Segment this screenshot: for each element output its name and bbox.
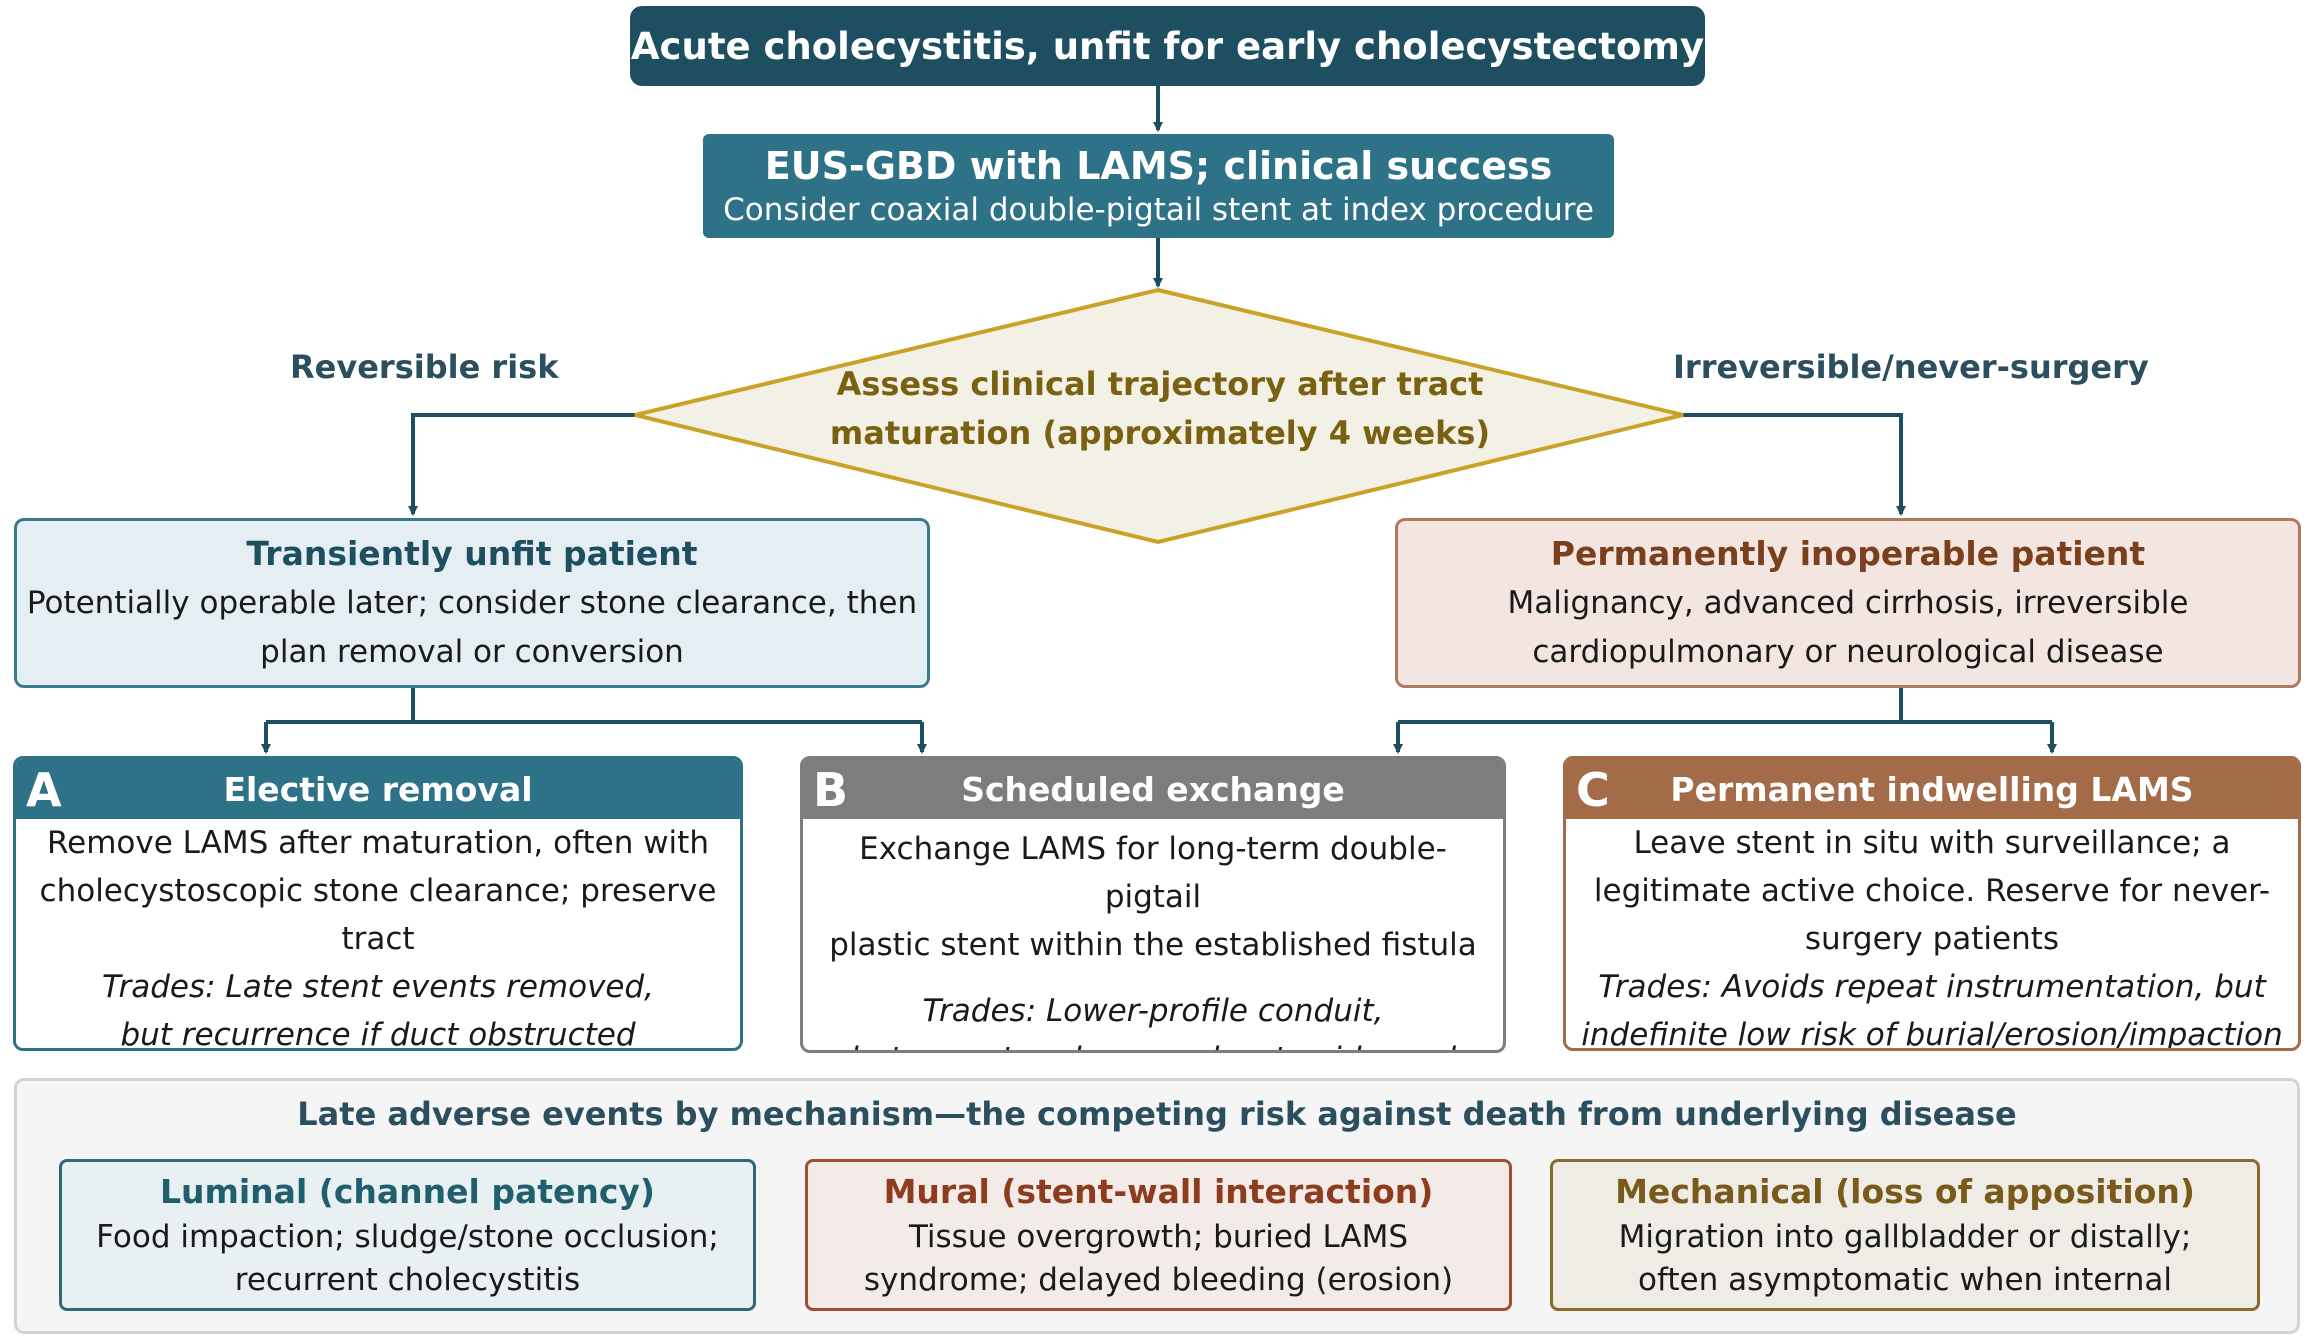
arrow-decision-to-transient: [408, 413, 635, 516]
option-a-body-1: Remove LAMS after maturation, often with: [47, 825, 709, 861]
option-a-trade-2: but recurrence if duct obstructed: [120, 1017, 636, 1051]
eus-gbd-subtitle: Consider coaxial double-pigtail stent at…: [723, 192, 1594, 228]
permanent-line-1: Malignancy, advanced cirrhosis, irrevers…: [1507, 585, 2189, 621]
option-b-body-1: Exchange LAMS for long-term double-pigta…: [859, 831, 1447, 915]
option-c-permanent-indwelling: C Permanent indwelling LAMS Leave stent …: [1563, 756, 2301, 1051]
decision-line-1: Assess clinical trajectory after tract: [836, 365, 1484, 403]
luminal-title: Luminal (channel patency): [159, 1172, 656, 1211]
option-c-trade-1: Trades: Avoids repeat instrumentation, b…: [1598, 969, 2266, 1005]
option-a-header: A Elective removal: [16, 759, 740, 819]
option-c-letter: C: [1576, 763, 1610, 817]
mechanical-title: Mechanical (loss of apposition): [1615, 1172, 2195, 1211]
option-b-trade-1: Trades: Lower-profile conduit,: [922, 993, 1384, 1029]
permanent-title: Permanently inoperable patient: [1550, 534, 2146, 573]
decision-node-text: Assess clinical trajectory after tract m…: [790, 360, 1530, 458]
mechanical-line-1: Migration into gallbladder or distally;: [1618, 1219, 2192, 1255]
luminal-line-2: recurrent cholecystitis: [234, 1262, 581, 1298]
mural-line-2: syndrome; delayed bleeding (erosion): [863, 1262, 1454, 1298]
mural-events-box: Mural (stent-wall interaction) Tissue ov…: [805, 1159, 1512, 1311]
option-a-body-2: cholecystoscopic stone clearance; preser…: [39, 873, 717, 909]
late-adverse-events-title: Late adverse events by mechanism—the com…: [297, 1095, 2017, 1133]
mechanical-events-box: Mechanical (loss of apposition) Migratio…: [1550, 1159, 2260, 1311]
transiently-unfit-node: Transiently unfit patient Potentially op…: [14, 518, 930, 688]
option-c-title: Permanent indwelling LAMS: [1670, 769, 2194, 809]
luminal-events-box: Luminal (channel patency) Food impaction…: [59, 1159, 756, 1311]
decision-diamond: [634, 287, 1684, 545]
arrow-decision-to-permanent: [1683, 413, 1906, 516]
option-b-trade-2: but repeat endoscopy; least evidenced: [803, 1035, 1503, 1050]
option-c-header: C Permanent indwelling LAMS: [1566, 759, 2298, 819]
start-node-title: Acute cholecystitis, unfit for early cho…: [630, 24, 1705, 68]
option-a-letter: A: [26, 763, 62, 817]
decision-line-2: maturation (approximately 4 weeks): [829, 414, 1491, 452]
permanently-inoperable-node: Permanently inoperable patient Malignanc…: [1395, 518, 2301, 688]
eus-gbd-title: EUS-GBD with LAMS; clinical success: [764, 144, 1553, 188]
mural-title: Mural (stent-wall interaction): [883, 1172, 1434, 1211]
transient-line-1: Potentially operable later; consider sto…: [26, 585, 918, 621]
transient-line-2: plan removal or conversion: [260, 634, 684, 670]
reversible-risk-label: Reversible risk: [290, 348, 559, 386]
option-a-trade-1: Trades: Late stent events removed,: [101, 969, 655, 1005]
transient-title: Transiently unfit patient: [246, 534, 698, 573]
option-a-body-3: tract: [341, 921, 415, 957]
option-a-title: Elective removal: [223, 769, 533, 809]
option-c-body-2: legitimate active choice. Reserve for ne…: [1593, 873, 2271, 909]
option-b-header: B Scheduled exchange: [803, 759, 1503, 819]
connector-permanent-split: [1398, 688, 2052, 724]
mural-line-1: Tissue overgrowth; buried LAMS: [908, 1219, 1409, 1255]
option-b-title: Scheduled exchange: [961, 769, 1345, 809]
option-c-body-1: Leave stent in situ with surveillance; a: [1633, 825, 2231, 861]
permanent-line-2: cardiopulmonary or neurological disease: [1532, 634, 2164, 670]
irreversible-label: Irreversible/never-surgery: [1673, 348, 2149, 386]
luminal-line-1: Food impaction; sludge/stone occlusion;: [96, 1219, 719, 1255]
mechanical-line-2: often asymptomatic when internal: [1638, 1262, 2172, 1298]
option-b-scheduled-exchange: B Scheduled exchange Exchange LAMS for l…: [800, 756, 1506, 1053]
option-c-trade-2: indefinite low risk of burial/erosion/im…: [1581, 1017, 2283, 1051]
connector-transient-split: [266, 688, 922, 724]
eus-gbd-node: EUS-GBD with LAMS; clinical success Cons…: [703, 134, 1614, 238]
option-c-body-3: surgery patients: [1804, 921, 2060, 957]
late-adverse-events-panel: Late adverse events by mechanism—the com…: [14, 1078, 2300, 1334]
option-b-body-2: plastic stent within the established fis…: [829, 927, 1477, 963]
start-node: Acute cholecystitis, unfit for early cho…: [630, 6, 1705, 86]
option-a-elective-removal: A Elective removal Remove LAMS after mat…: [13, 756, 743, 1051]
option-b-letter: B: [813, 763, 849, 817]
